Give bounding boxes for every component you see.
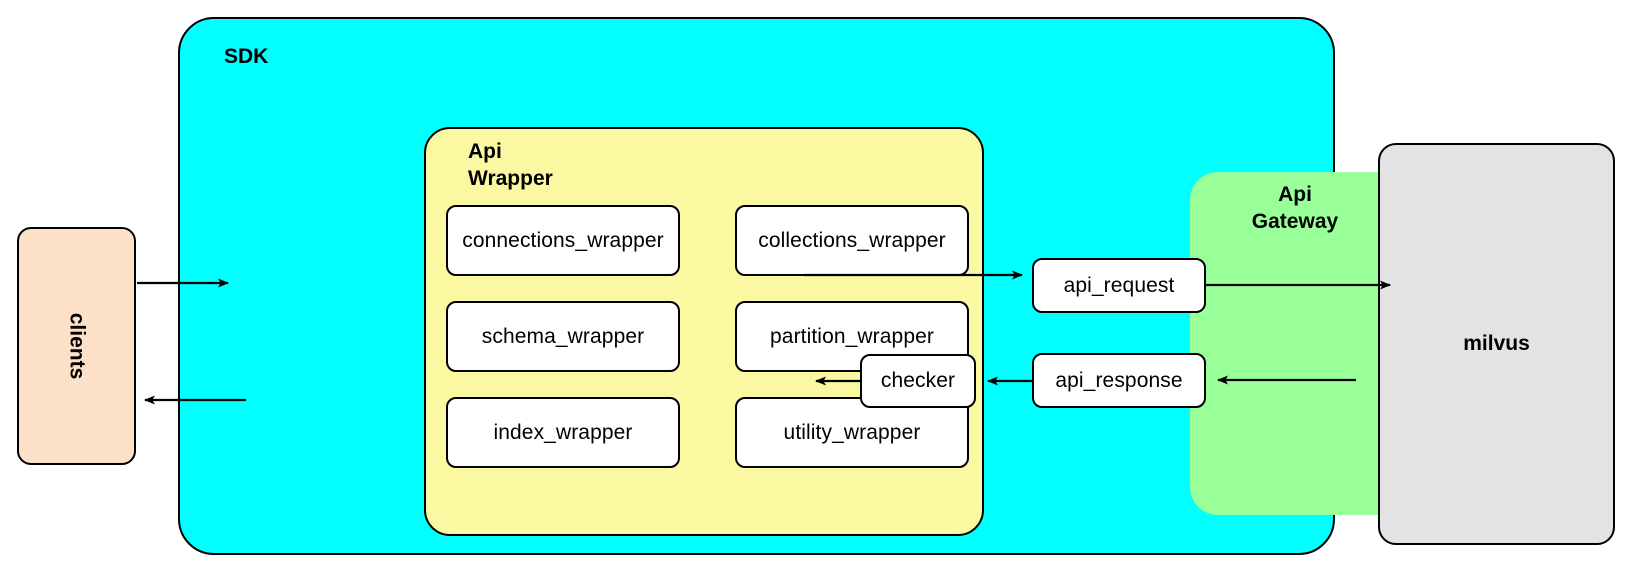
api-wrapper-title-line2: Wrapper [468, 167, 553, 190]
milvus-box[interactable]: milvus [1378, 143, 1615, 545]
milvus-label: milvus [1463, 332, 1530, 355]
api-wrapper-title: Api Wrapper [468, 138, 553, 192]
module-collections-wrapper[interactable]: collections_wrapper [735, 205, 969, 276]
clients-box[interactable]: clients [17, 227, 136, 465]
node-checker[interactable]: checker [860, 354, 976, 408]
module-index-wrapper[interactable]: index_wrapper [446, 397, 680, 468]
module-utility-wrapper[interactable]: utility_wrapper [735, 397, 969, 468]
api-gateway-title: Api Gateway [1230, 181, 1360, 235]
module-schema-wrapper[interactable]: schema_wrapper [446, 301, 680, 372]
api-wrapper-group: Api Wrapper connections_wrapper collecti… [424, 127, 984, 536]
api-wrapper-title-line1: Api [468, 140, 502, 163]
module-connections-wrapper[interactable]: connections_wrapper [446, 205, 680, 276]
api-gateway-title-line1: Api [1278, 183, 1312, 206]
api-gateway-title-line2: Gateway [1251, 210, 1339, 233]
sdk-title: SDK [224, 45, 269, 68]
node-api-response[interactable]: api_response [1032, 353, 1206, 408]
node-api-request[interactable]: api_request [1032, 258, 1206, 313]
